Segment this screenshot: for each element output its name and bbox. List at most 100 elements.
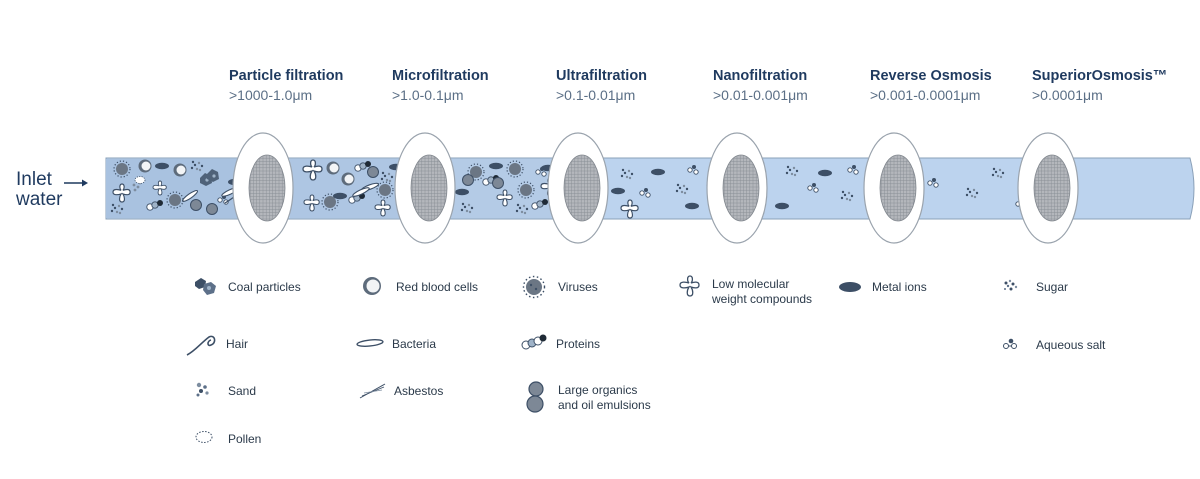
legend-label: Bacteria — [392, 337, 437, 351]
filter-mesh — [1033, 154, 1071, 222]
legend-label: Sand — [228, 384, 257, 398]
low-molecular-compound-particle — [374, 199, 391, 217]
protein-icon — [521, 334, 547, 350]
low-molecular-compound-particle — [112, 183, 131, 203]
virus-particle — [467, 163, 485, 181]
sugar-particle — [785, 165, 799, 177]
metal-ion-particle — [818, 169, 832, 177]
legend-pollen: Pollen — [192, 426, 358, 452]
filter-mesh — [879, 154, 917, 222]
sugar-icon — [1004, 279, 1018, 291]
filter-disc-6 — [1017, 132, 1079, 244]
virus-particle — [113, 160, 131, 178]
aqueous-salt-icon — [1003, 338, 1017, 349]
stage-nanofiltration: Nanofiltration >0.01-0.001μm — [713, 68, 883, 103]
legend-large-organics: Large organics and oil emulsions — [522, 380, 688, 414]
large-organics-icon — [526, 381, 544, 413]
virus-particle — [506, 160, 524, 178]
legend-hair: Hair — [180, 331, 356, 357]
low-molecular-compound-icon — [679, 275, 700, 297]
sugar-particle — [110, 203, 124, 215]
large-organic-particle — [492, 177, 504, 189]
sugar-particle — [380, 171, 394, 183]
metal-ion-particle — [775, 202, 789, 210]
stage-title: Nanofiltration — [713, 68, 808, 84]
red-blood-cell-particle — [341, 172, 355, 186]
sugar-particle — [965, 187, 979, 199]
stage-superior-osmosis: SuperiorOsmosis™ >0.0001μm — [1032, 68, 1200, 103]
virus-particle — [166, 191, 184, 209]
sugar-particle — [840, 190, 854, 202]
legend-viruses: Viruses — [522, 274, 688, 300]
hair-icon — [186, 335, 216, 356]
metal-ion-particle — [455, 188, 469, 196]
filter-mesh — [248, 154, 286, 222]
metal-ion-particle — [489, 162, 503, 170]
legend-label: Hair — [226, 337, 249, 351]
sugar-particle — [991, 167, 1005, 179]
stage-range: >1.0-0.1μm — [392, 87, 464, 103]
aqueous-salt-particle — [927, 178, 939, 188]
inlet-label-line1: Inlet — [16, 169, 52, 190]
stage-microfiltration: Microfiltration >1.0-0.1μm — [392, 68, 562, 103]
legend-coal-particles: Coal particles — [192, 274, 358, 300]
legend-sugar: Sugar — [1000, 274, 1166, 300]
red-blood-cell-particle — [326, 161, 340, 175]
aqueous-salt-particle — [847, 165, 859, 175]
legend-red-blood-cells: Red blood cells — [360, 274, 526, 300]
legend-label: Large organics and oil emulsions — [558, 383, 651, 412]
stage-particle-filtration: Particle filtration >1000-1.0μm — [229, 68, 399, 103]
legend-label: Proteins — [556, 337, 601, 351]
legend-sand: Sand — [192, 378, 358, 404]
metal-ion-particle — [155, 162, 169, 170]
legend-aqueous-salt: Aqueous salt — [1000, 332, 1166, 358]
legend-label: Viruses — [558, 280, 598, 294]
filter-disc-2 — [394, 132, 456, 244]
legend-label: Pollen — [228, 432, 262, 446]
bacteria-particle — [352, 187, 370, 197]
metal-ion-particle — [611, 187, 625, 195]
aqueous-salt-particle — [807, 183, 819, 193]
virus-particle — [321, 193, 339, 211]
legend-label: Asbestos — [394, 384, 444, 398]
stage-range: >0.001-0.0001μm — [870, 87, 981, 103]
legend-metal-ions: Metal ions — [836, 274, 1002, 300]
protein-particle — [354, 161, 371, 172]
stage-range: >0.01-0.001μm — [713, 87, 808, 103]
bacteria-icon — [356, 339, 384, 347]
stage-range: >0.0001μm — [1032, 87, 1103, 103]
low-molecular-compound-particle — [302, 159, 323, 181]
filter-mesh — [410, 154, 448, 222]
legend-label: Coal particles — [228, 280, 301, 294]
large-organic-particle — [206, 203, 218, 215]
protein-particle — [146, 200, 163, 211]
legend-label: Sugar — [1036, 280, 1069, 294]
coal-particle — [207, 169, 219, 182]
aqueous-salt-particle — [687, 165, 699, 175]
sugar-particle — [675, 183, 689, 195]
low-molecular-compound-particle — [496, 189, 513, 207]
legend-asbestos: Asbestos — [358, 378, 524, 404]
sugar-particle — [620, 168, 634, 180]
coal-particles-icon — [195, 278, 216, 295]
stage-reverse-osmosis: Reverse Osmosis >0.001-0.0001μm — [870, 68, 1040, 103]
sugar-particle — [460, 202, 474, 214]
low-molecular-compound-particle — [152, 180, 167, 196]
aqueous-salt-particle — [535, 167, 547, 177]
metal-ion-particle — [333, 192, 347, 200]
bacteria-particle — [181, 189, 199, 203]
virus-particle — [376, 181, 394, 199]
filter-mesh — [563, 154, 601, 222]
red-blood-cell-particle — [138, 159, 152, 173]
large-organic-particle — [367, 166, 379, 178]
legend-proteins: Proteins — [520, 331, 686, 357]
red-blood-cell-particle — [173, 163, 187, 177]
filter-disc-1 — [232, 132, 294, 244]
stage-title: Reverse Osmosis — [870, 68, 992, 84]
metal-ion-particle — [685, 202, 699, 210]
filter-disc-5 — [863, 132, 925, 244]
sand-icon — [196, 382, 209, 397]
inlet-arrow-icon — [64, 179, 88, 187]
